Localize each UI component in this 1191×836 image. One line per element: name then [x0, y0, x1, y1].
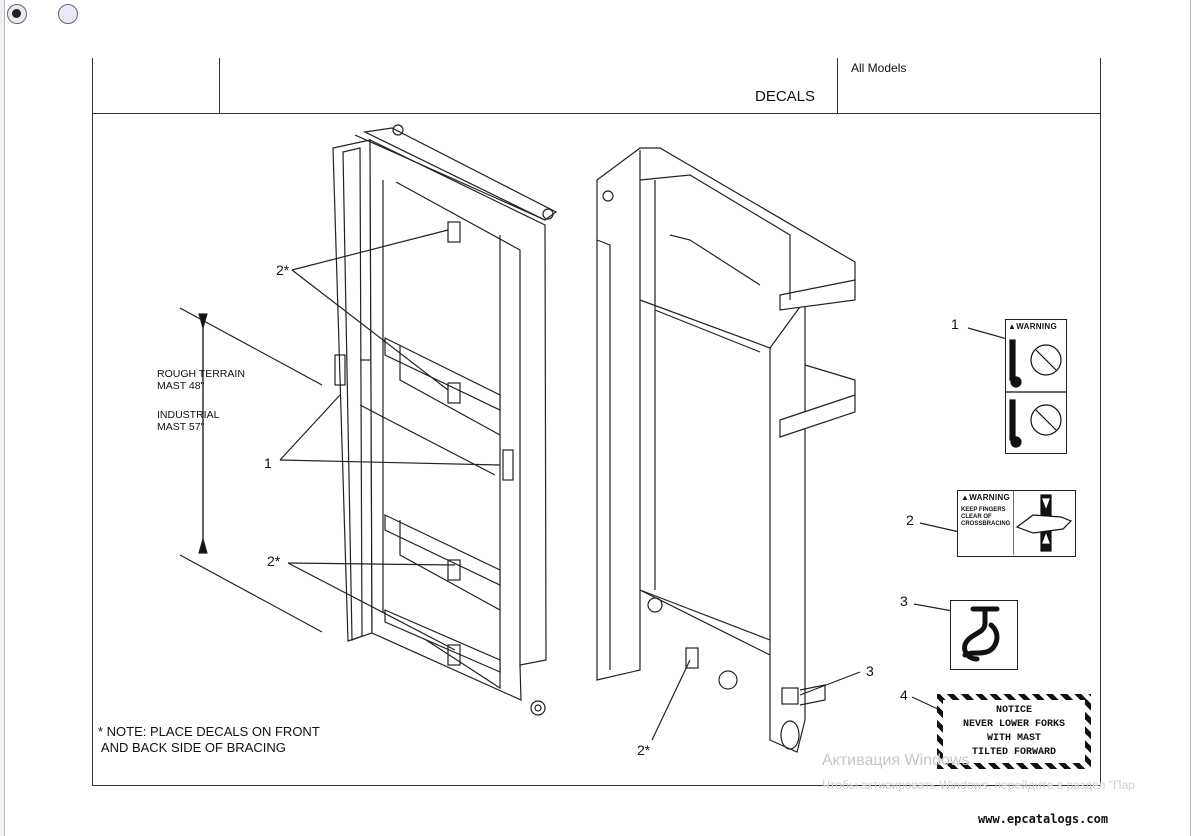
- decal-2-text-1: KEEP FINGERS: [961, 507, 1006, 513]
- legend-2: 2: [906, 512, 914, 528]
- windows-activation-title: Активация Windows: [822, 752, 970, 769]
- callout-3-right: 3: [866, 663, 874, 679]
- decal-1-header: ▲WARNING: [1008, 322, 1057, 331]
- dimension-text-3: INDUSTRIAL: [157, 409, 220, 421]
- header-bottom-line: [92, 113, 1101, 114]
- crush-hazard-icon: [1006, 339, 1066, 448]
- decal-4-line-2: NEVER LOWER FORKS: [962, 719, 1066, 730]
- callout-2star-mid: 2*: [267, 553, 281, 569]
- callout-2star-bottom: 2*: [637, 742, 651, 758]
- decal-2-header: ▲WARNING: [961, 493, 1010, 502]
- decal-4-line-1: NOTICE: [995, 705, 1032, 716]
- models-label: All Models: [851, 61, 907, 75]
- frame-left-border: [92, 58, 93, 786]
- decal-3-hose: [950, 600, 1018, 670]
- decal-2-text-3: CROSSBRACING: [961, 521, 1011, 527]
- decal-4-line-4: TILTED FORWARD: [971, 747, 1056, 758]
- page-title: DECALS: [755, 88, 816, 105]
- header-divider-2: [837, 58, 838, 114]
- decal-2-text-2: CLEAR OF: [961, 514, 992, 520]
- hose-entanglement-icon: [962, 606, 1000, 662]
- page-mode-radio-2[interactable]: [58, 4, 78, 24]
- pinch-hand-icon: [1013, 491, 1073, 555]
- legend-4: 4: [900, 687, 908, 703]
- placement-note: * NOTE: PLACE DECALS ON FRONT AND BACK S…: [98, 724, 320, 755]
- decal-4-line-3: WITH MAST: [986, 733, 1041, 744]
- dimension-text-1: ROUGH TERRAIN: [157, 368, 245, 380]
- frame-bottom-border: [92, 785, 1101, 786]
- legend-3: 3: [900, 593, 908, 609]
- windows-activation-text: Чтобы активировать Windows, перейдите в …: [822, 778, 1135, 792]
- page-mode-radio-1[interactable]: [7, 4, 27, 24]
- decal-2-warning: ▲WARNING KEEP FINGERS CLEAR OF CROSSBRAC…: [957, 490, 1076, 557]
- callout-2star-top: 2*: [276, 262, 290, 278]
- mast-rear-view: [596, 147, 856, 753]
- decal-4-notice: NOTICE NEVER LOWER FORKS WITH MAST TILTE…: [937, 694, 1091, 769]
- decal-1-warning: ▲WARNING: [1005, 319, 1067, 454]
- dimension-text-4: MAST 57": [157, 421, 205, 433]
- frame-right-border: [1100, 58, 1101, 786]
- dimension-text-2: MAST 48": [157, 380, 205, 392]
- source-site-link[interactable]: www.epcatalogs.com: [978, 812, 1109, 826]
- header-divider-1: [219, 58, 220, 114]
- callout-1-left: 1: [264, 455, 272, 471]
- leader-lines-left: [279, 229, 501, 651]
- legend-1: 1: [951, 316, 959, 332]
- mast-front-view: [332, 124, 558, 716]
- dimension-lines: [179, 307, 323, 633]
